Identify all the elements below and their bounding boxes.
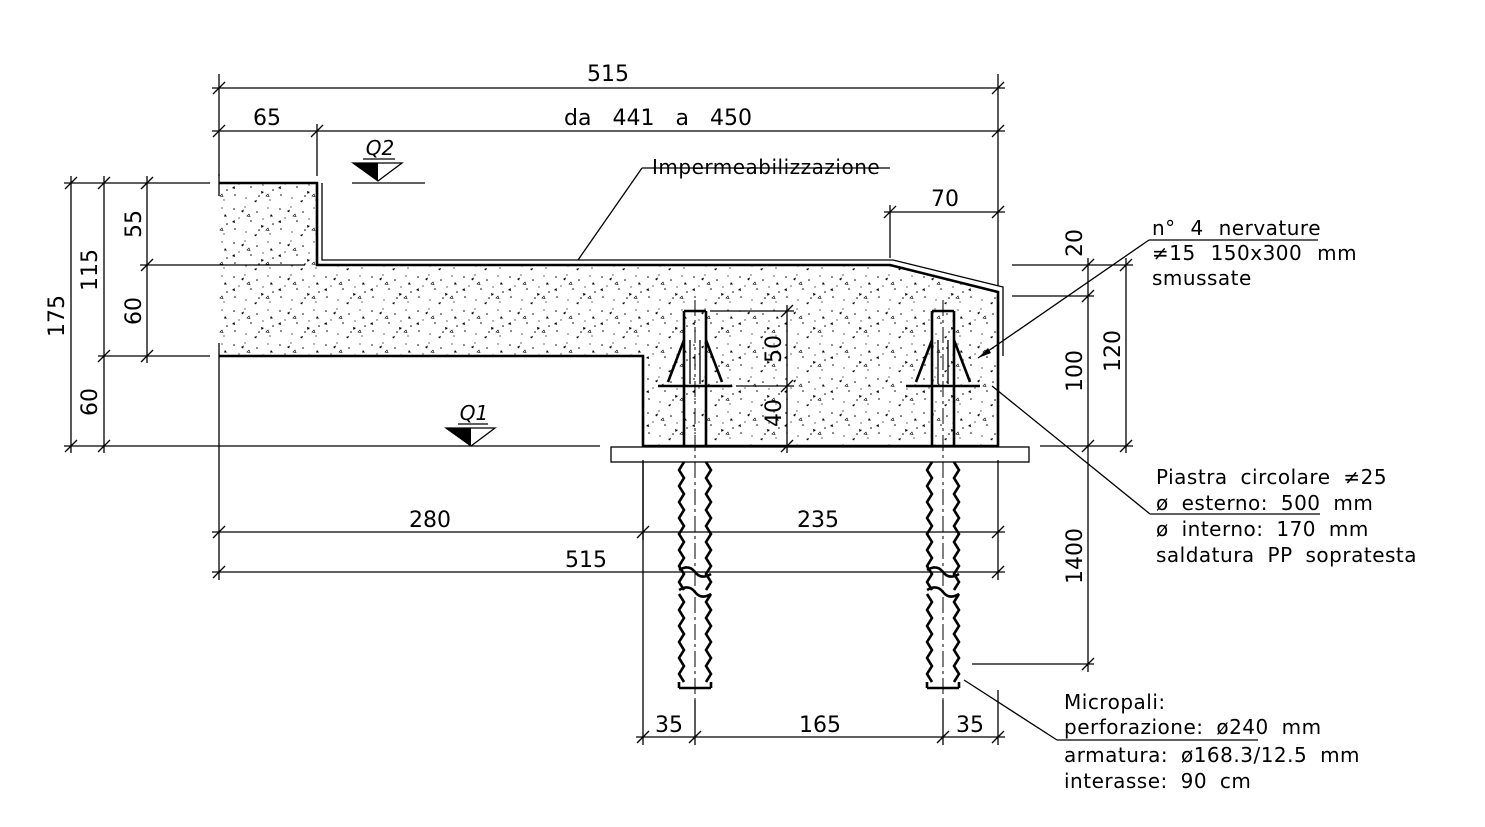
dim-right-120: 120 — [1101, 330, 1126, 372]
dim-inner-50: 50 — [762, 335, 787, 363]
concrete-cap — [219, 181, 1004, 448]
level-q2-label: Q2 — [366, 136, 394, 160]
note-micropiles-line-2: perforazione: ø240 mm — [1064, 715, 1322, 739]
dim-left-60b: 60 — [78, 388, 103, 416]
level-q1-label: Q1 — [460, 401, 488, 425]
dim-bottom-235: 235 — [797, 508, 839, 533]
dim-left-55: 55 — [122, 210, 147, 238]
dim-inner-40: 40 — [762, 399, 787, 427]
dimension-labels: 515 65 da 441 a 450 70 175 115 60 55 60 … — [45, 62, 1126, 738]
dim-bottom-515: 515 — [565, 548, 607, 573]
dim-top-right: 70 — [931, 187, 959, 212]
dim-right-100: 100 — [1063, 350, 1088, 392]
note-ribs-line-1: n° 4 nervature — [1152, 216, 1321, 240]
note-micropiles-line-1: Micropali: — [1064, 690, 1166, 714]
base-plate — [610, 446, 1030, 463]
dim-pile-35b: 35 — [956, 713, 984, 738]
note-micropiles-line-3: armatura: ø168.3/12.5 mm — [1064, 743, 1360, 767]
dim-left-115: 115 — [78, 249, 103, 291]
micropile-right — [906, 300, 980, 700]
level-marker-q1: Q1 — [443, 401, 497, 447]
dimension-lines — [64, 74, 1133, 745]
dim-right-20: 20 — [1063, 229, 1088, 257]
note-ribs-line-2: ≠15 150x300 mm — [1152, 241, 1357, 265]
dim-pile-35a: 35 — [655, 713, 683, 738]
dim-left-175: 175 — [45, 295, 70, 337]
note-waterproofing: Impermeabilizzazione — [652, 155, 880, 179]
dim-top-total: 515 — [587, 62, 629, 87]
dim-top-span: da 441 a 450 — [564, 106, 752, 131]
dim-bottom-280: 280 — [409, 508, 451, 533]
annotation-notes: Impermeabilizzazione n° 4 nervature ≠15 … — [652, 155, 1417, 793]
micropile-left — [658, 300, 732, 700]
dim-top-left: 65 — [253, 106, 281, 131]
note-micropiles-line-4: interasse: 90 cm — [1064, 769, 1251, 793]
note-ribs-line-3: smussate — [1152, 266, 1252, 290]
level-marker-q2: Q2 — [350, 136, 425, 184]
note-plate-line-1: Piastra circolare ≠25 — [1156, 465, 1387, 489]
leader-lines — [577, 167, 1320, 741]
dim-right-1400: 1400 — [1063, 528, 1088, 584]
dim-pile-165: 165 — [799, 713, 841, 738]
dim-left-60a: 60 — [122, 297, 147, 325]
note-plate-line-4: saldatura PP sopratesta — [1156, 543, 1417, 567]
note-plate-line-3: ø interno: 170 mm — [1156, 517, 1369, 541]
note-plate-line-2: ø esterno: 500 mm — [1156, 491, 1373, 515]
